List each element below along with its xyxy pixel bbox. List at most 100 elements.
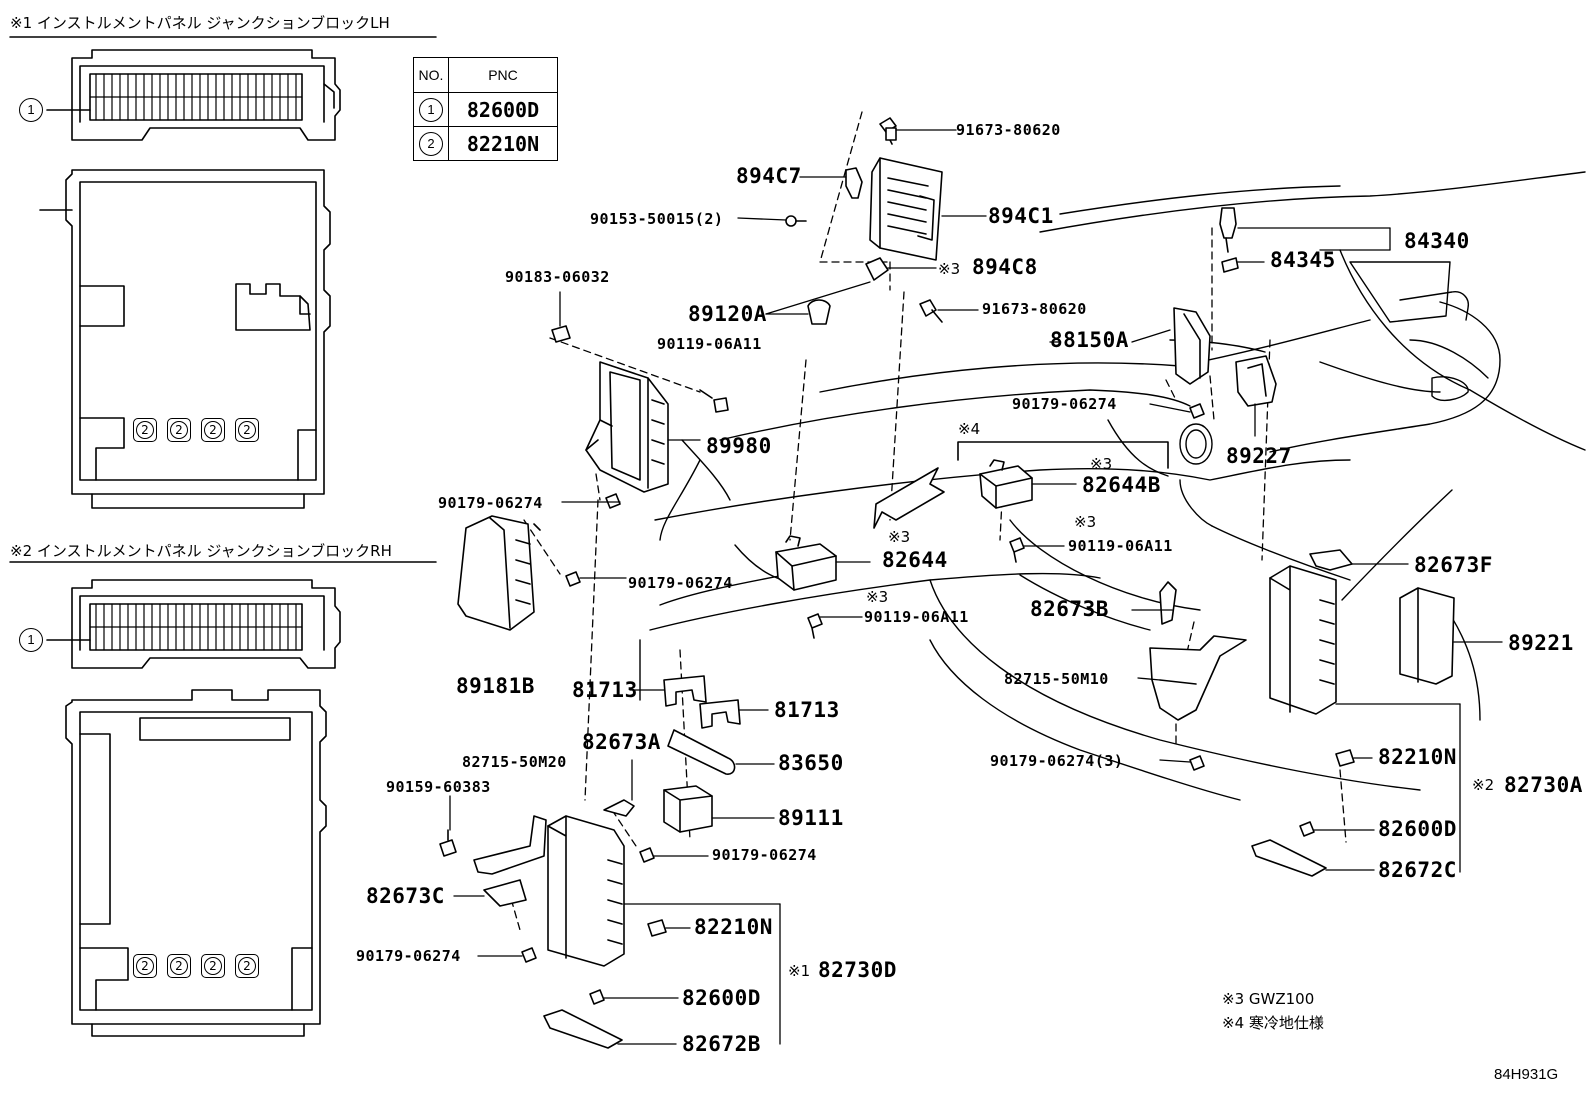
part-label: 82644 — [882, 548, 948, 572]
jb-rh-top-view — [46, 579, 341, 669]
bracket-894C8 — [865, 257, 889, 281]
part-label: 90119-06A11 — [1068, 537, 1173, 555]
header-jb-lh: ※1 インストルメントパネル ジャンクションブロックLH — [10, 14, 390, 32]
clip-82210N-right — [1335, 749, 1355, 767]
part-label: 90183-06032 — [505, 268, 610, 286]
part-label: 90179-06274 — [356, 947, 461, 965]
connector-2-lh-1: 2 — [133, 418, 157, 442]
jb-lh-top-view — [46, 49, 341, 141]
bolt-91673-80620-top — [879, 117, 897, 145]
part-label: 82730D — [818, 958, 897, 982]
nut-90179-a — [605, 493, 621, 509]
part-mark: ※3 — [938, 260, 961, 278]
part-label: 89221 — [1508, 631, 1574, 655]
connector-2-rh-2: 2 — [167, 954, 191, 978]
pnc-row-number: 2 — [419, 131, 443, 156]
sensor-88150A — [1173, 307, 1211, 385]
pnc-table-header-pnc: PNC — [448, 57, 558, 93]
part-label: 89111 — [778, 806, 844, 830]
part-label: 82600D — [1378, 817, 1457, 841]
part-label: 82644B — [1082, 473, 1161, 497]
note-gwz100: ※3 GWZ100 — [1222, 990, 1315, 1008]
connector-2-lh-4: 2 — [235, 418, 259, 442]
nut-90179-88150A — [1189, 403, 1205, 419]
clip-90183 — [551, 325, 571, 343]
clip-82600D-left — [589, 989, 605, 1005]
module-89111 — [663, 785, 713, 833]
part-label: 82730A — [1504, 773, 1583, 797]
part-label: 81713 — [774, 698, 840, 722]
pnc-table: NO. PNC 1 82600D 2 82210N — [413, 57, 558, 161]
callout-1-rh: 1 — [19, 628, 43, 652]
jb-82730A — [1269, 565, 1337, 715]
bracket-82673B — [1159, 581, 1177, 625]
clip-81713-b — [699, 699, 741, 729]
connector-82644B — [979, 459, 1033, 509]
bracket-89227 — [1235, 355, 1277, 407]
clip-82210N-left — [647, 919, 667, 937]
nut-90179-d — [639, 847, 655, 863]
note-cold-region: ※4 寒冷地仕様 — [1222, 1014, 1324, 1032]
module-89181B — [457, 515, 541, 631]
pnc-table-row: 2 82210N — [413, 126, 558, 161]
part-label: 82715-50M10 — [1004, 670, 1109, 688]
part-label: 91673-80620 — [982, 300, 1087, 318]
part-label: 82715-50M20 — [462, 753, 567, 771]
part-label: 89181B — [456, 674, 535, 698]
part-label: 90159-60383 — [386, 778, 491, 796]
nut-90179-3 — [1189, 755, 1205, 771]
part-label: 90179-06274 — [1012, 395, 1117, 413]
part-label: 90179-06274 — [438, 494, 543, 512]
part-label: 82673F — [1414, 553, 1493, 577]
bracket-89980 — [585, 361, 669, 493]
part-label: 90119-06A11 — [864, 608, 969, 626]
part-label: 894C8 — [972, 255, 1038, 279]
part-label: 894C1 — [988, 204, 1054, 228]
clip-84345 — [1221, 257, 1239, 273]
part-mark: ※3 — [866, 588, 889, 606]
bracket-894C7 — [845, 167, 863, 199]
part-label: 81713 — [572, 678, 638, 702]
part-label: 84345 — [1270, 248, 1336, 272]
header-jb-rh: ※2 インストルメントパネル ジャンクションブロックRH — [10, 542, 392, 560]
part-label: 90153-50015(2) — [590, 210, 724, 228]
jb-rh-front-view — [65, 689, 327, 1037]
clip-82673A — [603, 799, 635, 817]
tube-83650 — [667, 729, 736, 775]
part-label: 82210N — [694, 915, 773, 939]
part-label: 82673B — [1030, 597, 1109, 621]
direction-arrow — [873, 467, 945, 529]
pnc-row-value: 82210N — [448, 126, 558, 161]
part-label: 82673A — [582, 730, 661, 754]
part-label: 894C7 — [736, 164, 802, 188]
bolt-90119-c — [807, 613, 823, 639]
clip-82600D-right — [1299, 821, 1315, 837]
bracket-82715-50M20 — [473, 815, 547, 875]
part-label: 90179-06274 — [712, 846, 817, 864]
bolt-90119-a — [699, 389, 729, 413]
clip-89120A — [807, 299, 831, 325]
pnc-row-value: 82600D — [448, 92, 558, 127]
clip-82673F — [1309, 549, 1353, 571]
module-89221 — [1399, 587, 1455, 685]
connector-2-rh-3: 2 — [201, 954, 225, 978]
nut-90179-b — [565, 571, 581, 587]
part-label: 82673C — [366, 884, 445, 908]
part-label: 89980 — [706, 434, 772, 458]
bolt-90159 — [439, 829, 457, 857]
cover-82672C — [1251, 839, 1327, 877]
bolt-91673-80620-lower — [919, 299, 943, 323]
part-label: 88150A — [1050, 328, 1129, 352]
ecu-894C1 — [869, 157, 943, 261]
callout-1-lh: 1 — [19, 98, 43, 122]
part-label: 91673-80620 — [956, 121, 1061, 139]
part-mark: ※3 — [888, 528, 911, 546]
cover-82672B — [543, 1009, 623, 1049]
part-mark: ※1 — [788, 962, 811, 980]
part-mark: ※3 — [1074, 513, 1097, 531]
connector-2-lh-2: 2 — [167, 418, 191, 442]
part-label: 90179-06274(3) — [990, 752, 1124, 770]
part-mark: ※4 — [958, 420, 981, 438]
part-mark: ※3 — [1090, 455, 1113, 473]
part-label: 82600D — [682, 986, 761, 1010]
